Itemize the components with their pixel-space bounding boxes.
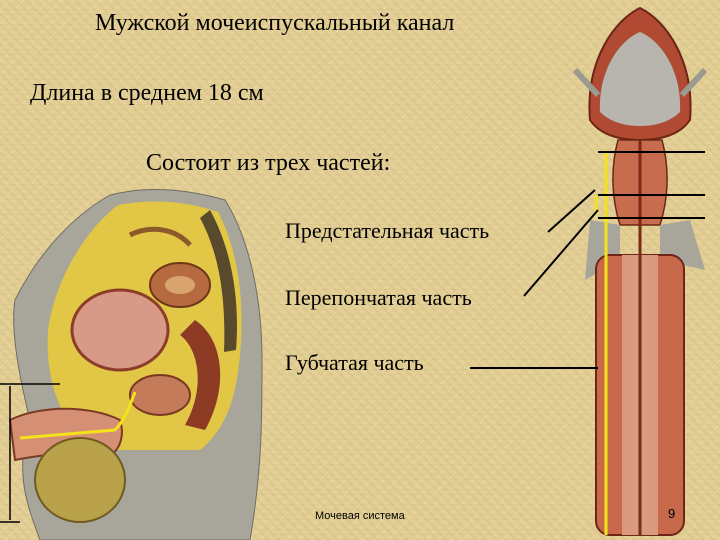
- part-label-membranous: Перепончатая часть: [285, 285, 472, 310]
- part-label-prostatic: Предстательная часть: [285, 218, 490, 243]
- sagittal-section-illustration: [0, 189, 263, 540]
- parts-intro: Состоит из трех частей:: [146, 150, 391, 176]
- length-note: Длина в среднем 18 см: [30, 80, 264, 106]
- slide-footer: Мочевая система: [315, 510, 405, 522]
- urethra-longitudinal-section-illustration: [572, 6, 708, 536]
- label-pointers: [470, 189, 599, 369]
- part-label-spongy: Губчатая часть: [285, 350, 424, 375]
- slide-title: Мужской мочеиспускальный канал: [95, 10, 455, 36]
- slide-number: 9: [668, 506, 676, 521]
